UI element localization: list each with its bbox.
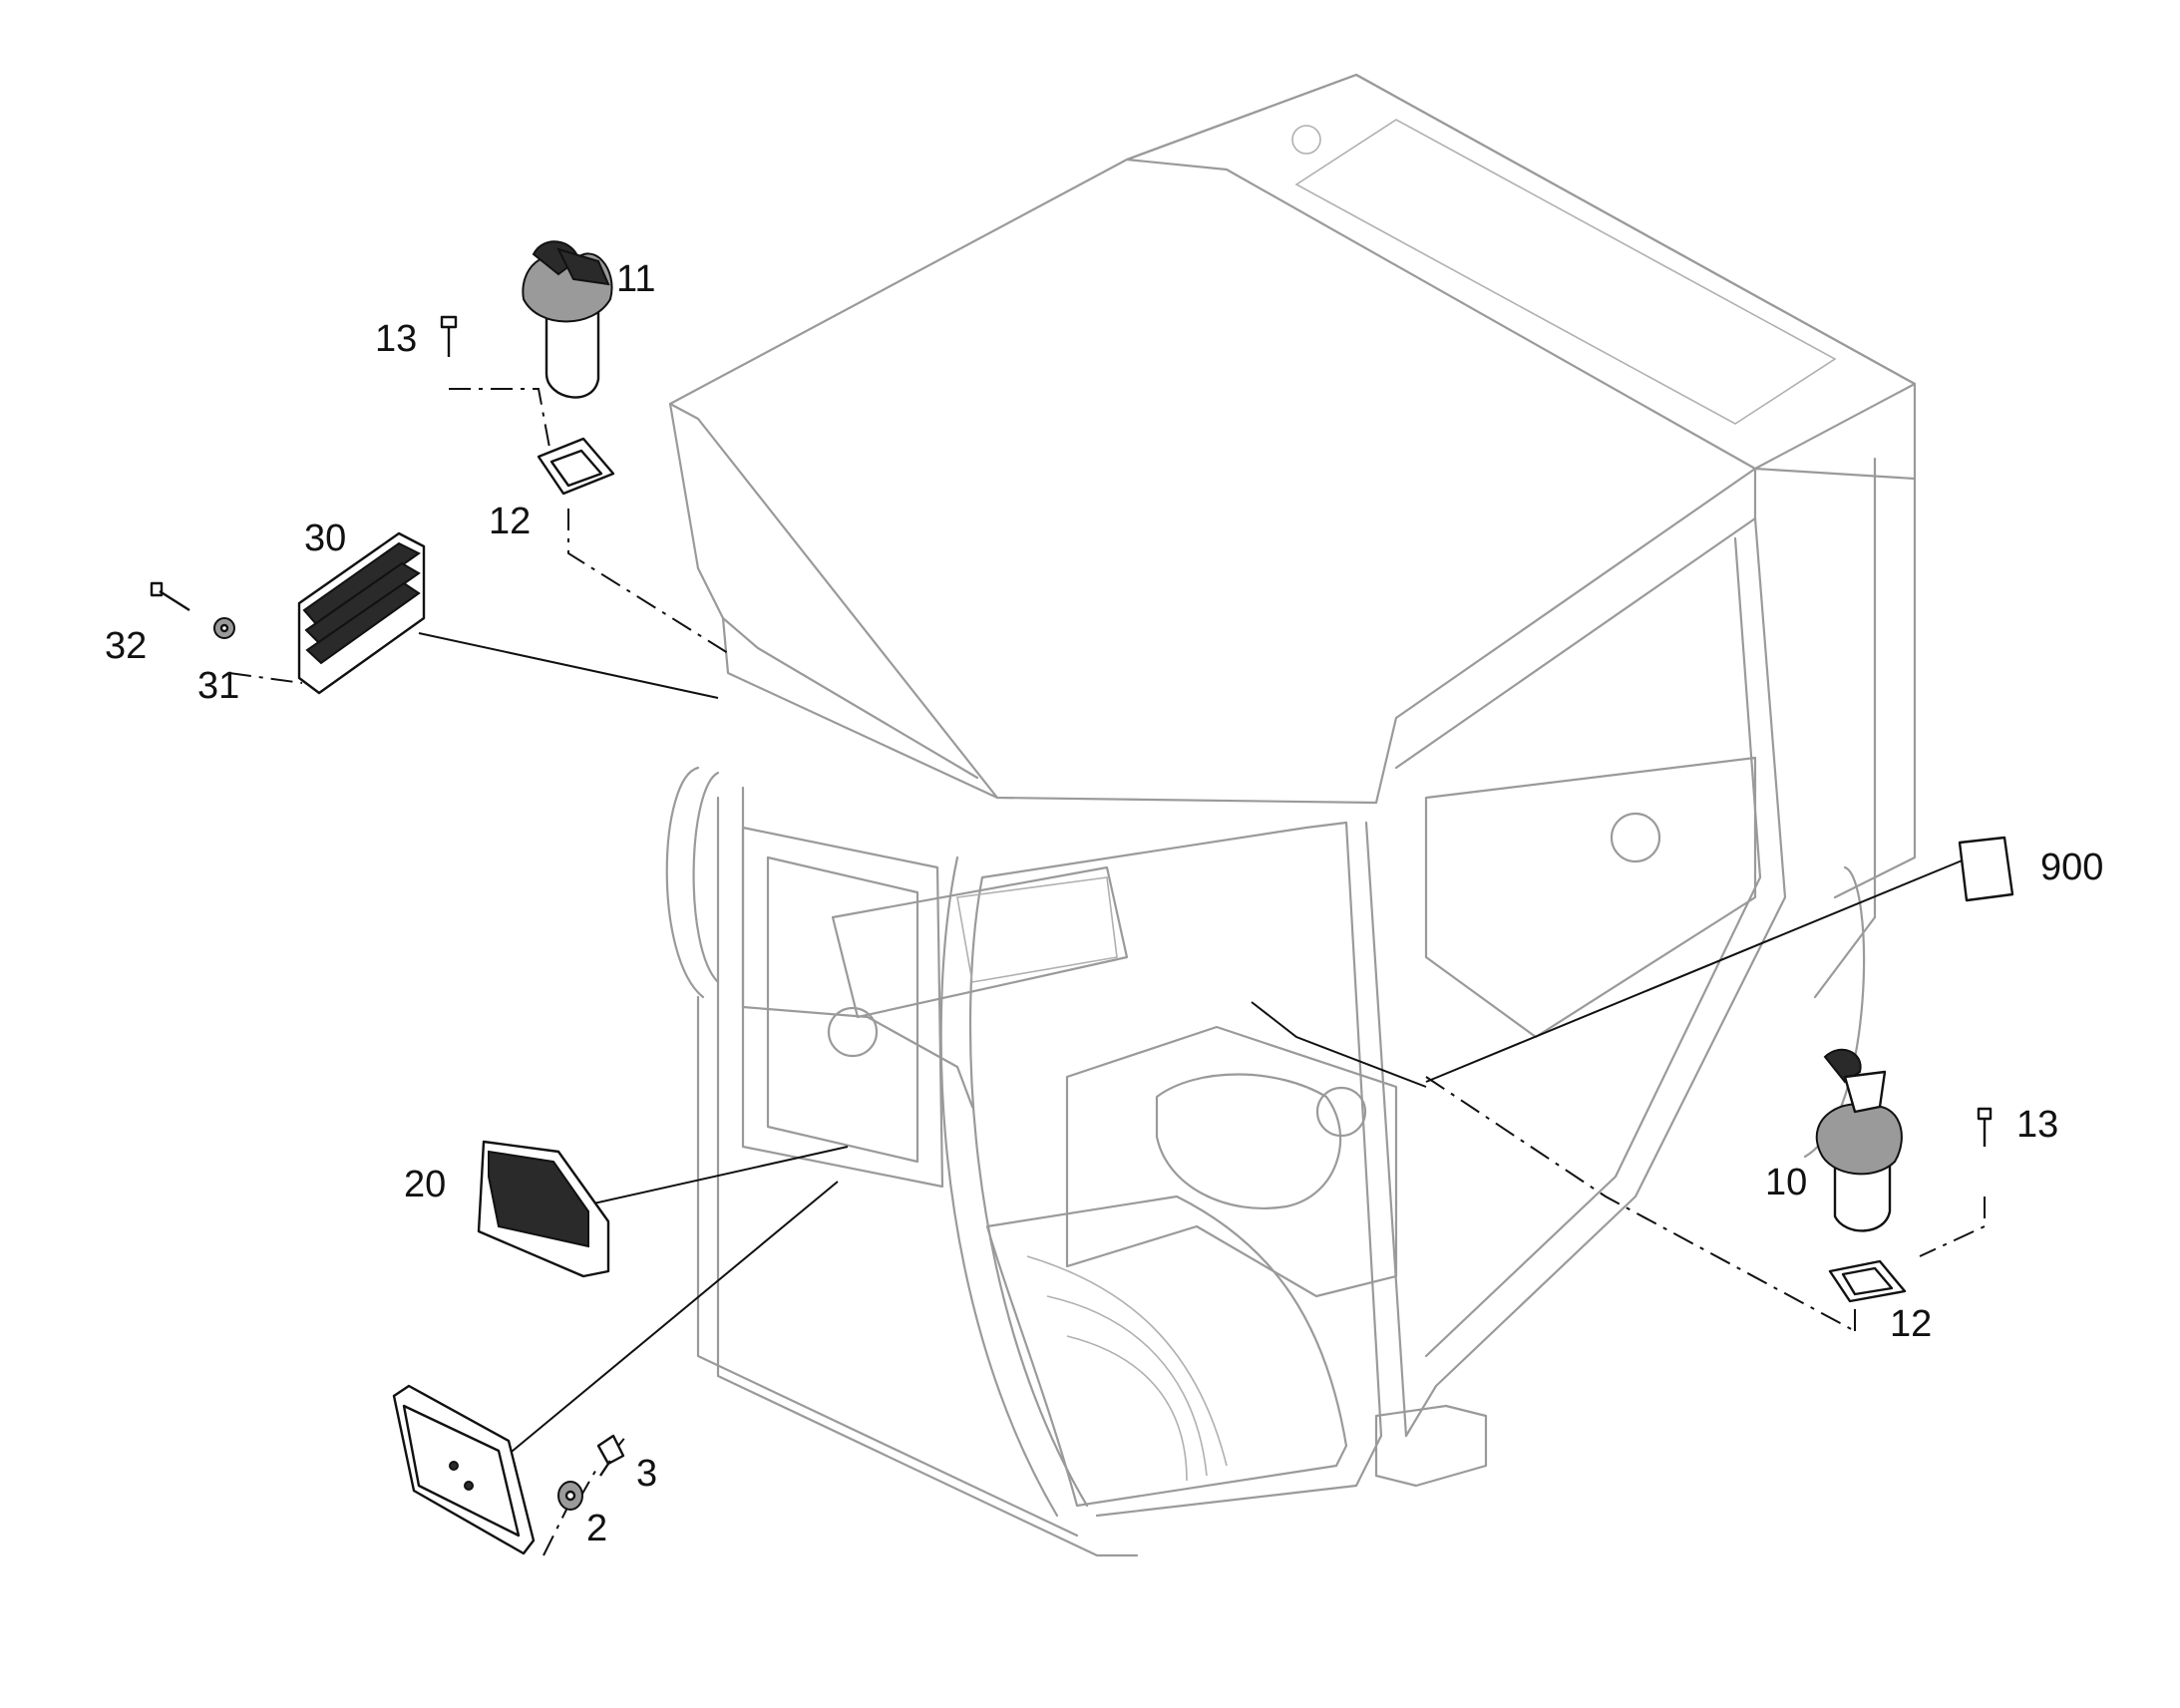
callout-labels: 11 13 12 30 32 31 900 20 13 10 12 3 2	[105, 258, 2103, 1549]
callout-31: 31	[197, 665, 239, 707]
callout-3: 3	[636, 1453, 657, 1495]
label-sticker	[1958, 836, 2014, 902]
callout-2: 2	[586, 1508, 607, 1549]
gasket-top	[537, 437, 615, 496]
cover-plate	[392, 1384, 536, 1555]
leader-lines	[418, 632, 1966, 1457]
callout-13: 13	[2016, 1104, 2058, 1146]
callout-20: 20	[404, 1164, 446, 1205]
roof-vent-grille	[1294, 119, 1837, 425]
callout-10: 10	[1765, 1162, 1807, 1203]
bolt-top	[440, 315, 458, 357]
callout-13: 13	[375, 318, 417, 360]
callout-30: 30	[304, 517, 346, 559]
callout-32: 32	[105, 625, 147, 667]
bolt-32	[150, 581, 190, 612]
callout-12: 12	[1890, 1303, 1932, 1345]
assembly-lines	[228, 388, 1986, 1556]
joystick-right	[1815, 1048, 1903, 1232]
washer-31	[213, 617, 235, 639]
display-unit	[477, 1140, 610, 1278]
screw-3	[596, 1434, 625, 1477]
gasket-right	[1828, 1259, 1907, 1303]
cab-assembly	[665, 73, 1917, 1557]
callout-900: 900	[2040, 847, 2103, 888]
washer-2	[557, 1481, 583, 1511]
joystick-left	[522, 240, 613, 399]
callout-11: 11	[616, 258, 655, 300]
bolt-right	[1977, 1107, 1993, 1147]
control-module	[297, 531, 426, 695]
callout-12: 12	[489, 501, 531, 542]
